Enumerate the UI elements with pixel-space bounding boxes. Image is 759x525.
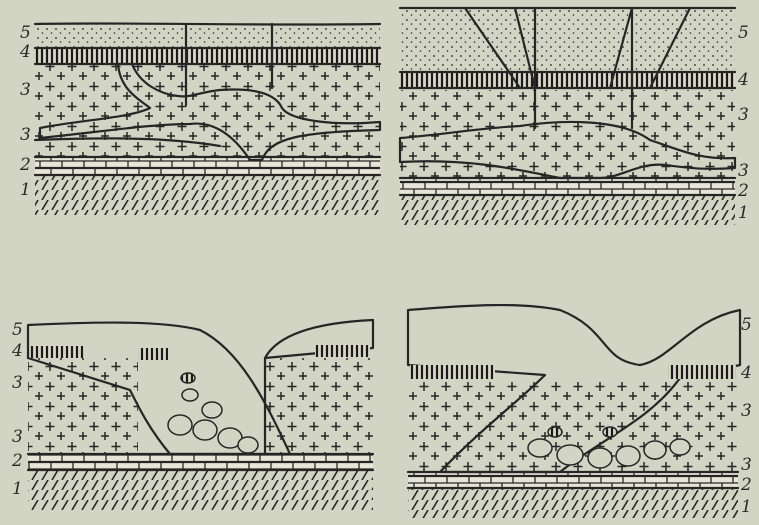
layer-label-5: 5: [12, 320, 23, 340]
cross-layer: [400, 90, 735, 178]
bedrock-layer: [35, 175, 380, 215]
bedrock-layer: [28, 470, 373, 510]
coal-seam: [410, 365, 495, 379]
layer-label-1: 1: [20, 180, 31, 200]
panel-bottom-right-labels: 5 4 3 3 2 1: [740, 315, 752, 517]
coal-seam: [30, 346, 85, 358]
layer-label-3b: 3: [741, 455, 752, 475]
coal-seam-b: [138, 348, 168, 360]
panel-top-right: [400, 8, 735, 225]
coal-seam-right: [668, 365, 736, 379]
bedrock-layer: [408, 488, 738, 518]
layer-label-2: 2: [19, 155, 31, 175]
layer-label-2: 2: [740, 475, 752, 495]
layer-label-3: 3: [738, 105, 749, 125]
layer-label-4: 4: [740, 363, 752, 383]
layer-label-2: 2: [11, 451, 23, 471]
coal-seam: [400, 72, 735, 88]
coal-seam-right: [315, 345, 370, 357]
layer-label-4: 4: [737, 70, 749, 90]
layer-label-3b: 3: [20, 125, 31, 145]
panel-top-left: [35, 23, 380, 215]
layer-label-1: 1: [741, 497, 752, 517]
panel-bottom-left-labels: 5 4 3 3 2 1: [11, 320, 23, 499]
layer-label-4: 4: [19, 42, 31, 62]
coal-seam: [35, 48, 380, 64]
layer-label-5: 5: [741, 315, 752, 335]
layer-label-5: 5: [20, 23, 31, 43]
cross-layer-right: [265, 358, 373, 454]
brick-layer: [28, 454, 373, 470]
panel-bottom-left: [28, 320, 373, 510]
panel-bottom-right: [408, 305, 740, 518]
layer-label-5: 5: [738, 23, 749, 43]
layer-label-3: 3: [20, 80, 31, 100]
panel-top-left-labels: 5 4 3 3 2 1: [19, 23, 31, 200]
layer-label-4: 4: [11, 341, 23, 361]
sand-layer: [35, 24, 380, 48]
cross-layer: [28, 358, 138, 454]
layer-label-1: 1: [12, 479, 23, 499]
brick-layer: [35, 157, 380, 175]
bedrock-layer: [400, 195, 735, 225]
layer-label-1: 1: [738, 203, 749, 223]
boulder-pile: [168, 373, 258, 453]
layer-label-2: 2: [737, 181, 749, 201]
layer-label-3b: 3: [738, 161, 749, 181]
panel-top-right-labels: 5 4 3 3 2 1: [737, 23, 749, 223]
brick-layer: [400, 178, 735, 195]
layer-label-3: 3: [12, 373, 23, 393]
brick-layer: [408, 472, 738, 488]
layer-label-3b: 3: [12, 427, 23, 447]
layer-label-3: 3: [741, 401, 752, 421]
